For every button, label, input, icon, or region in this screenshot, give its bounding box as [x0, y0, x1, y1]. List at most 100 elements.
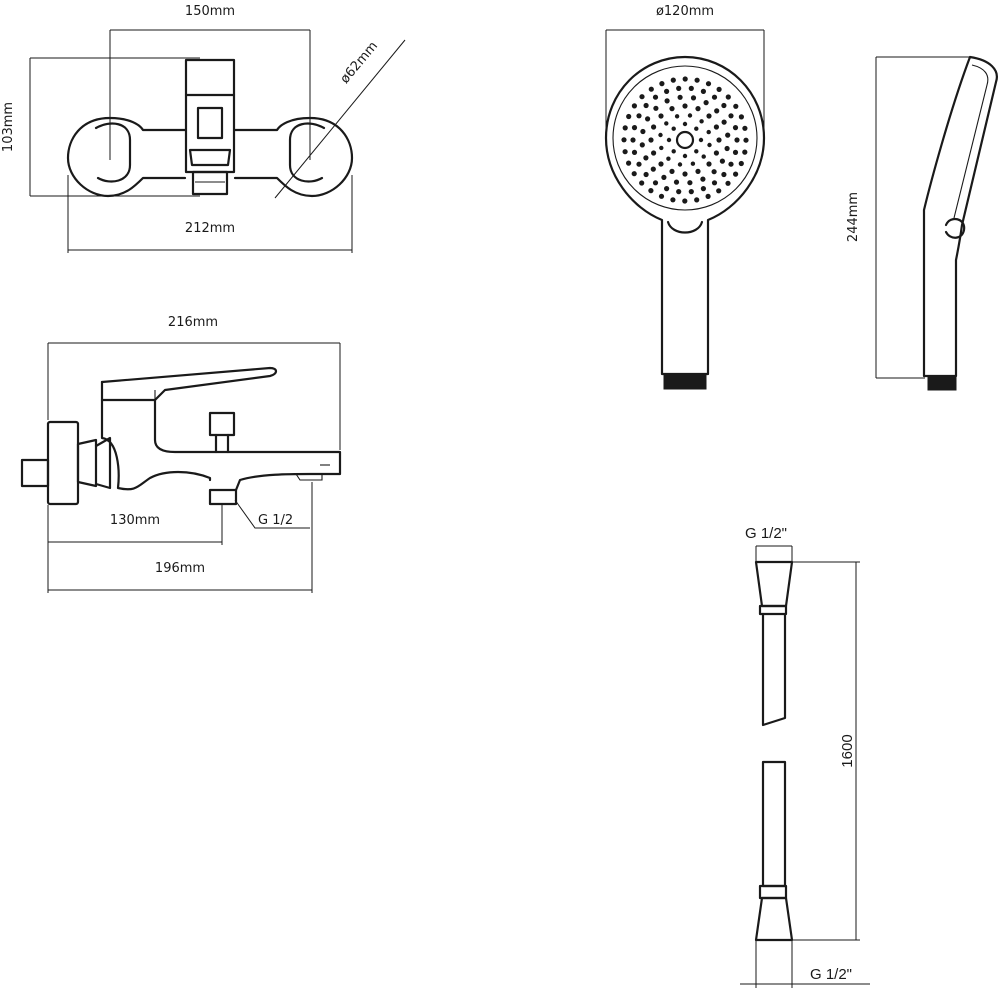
nozzle-dot — [733, 103, 739, 109]
nozzle-dot — [659, 81, 665, 87]
nozzle-dot — [706, 129, 711, 135]
spray-nozzles — [621, 76, 749, 204]
nozzle-dot — [706, 113, 712, 119]
nozzle-dot — [652, 180, 659, 186]
nozzle-dot — [734, 137, 740, 143]
nozzle-dot — [658, 193, 665, 199]
nozzle-dot — [725, 132, 731, 138]
nozzle-dot — [671, 126, 676, 131]
nozzle-dot — [721, 171, 727, 178]
nozzle-dot — [639, 180, 645, 186]
nozzle-dot — [701, 154, 706, 159]
nozzle-dot — [738, 160, 744, 167]
nozzle-dot — [643, 155, 649, 161]
nozzle-dot — [651, 124, 657, 130]
nozzle-dot — [650, 166, 656, 172]
nozzle-dot — [716, 86, 722, 92]
nozzle-dot — [648, 86, 654, 92]
nozzle-dot — [671, 149, 676, 154]
nozzle-dot — [677, 162, 683, 167]
nozzle-dot — [716, 188, 722, 194]
nozzle-dot — [622, 149, 628, 155]
nozzle-dot — [653, 105, 659, 111]
nozzle-dot — [743, 137, 749, 143]
nozzle-dot — [670, 197, 676, 203]
nozzle-dot — [694, 149, 699, 154]
nozzle-dot — [711, 169, 717, 175]
nozzle-dot — [716, 137, 722, 143]
nozzle-dot — [658, 113, 664, 119]
nozzle-dot — [639, 94, 645, 100]
nozzle-dot — [636, 113, 642, 119]
nozzle-dot — [640, 128, 646, 135]
nozzle-dot — [674, 114, 680, 119]
nozzle-dot — [700, 186, 707, 192]
nozzle-dot — [713, 124, 720, 130]
nozzle-dot — [690, 95, 697, 101]
nozzle-dot — [630, 137, 636, 143]
nozzle-dot — [694, 77, 700, 83]
dim-label-196mm: 196mm — [155, 561, 205, 576]
nozzle-dot — [682, 153, 688, 159]
shower-hose: G 1/2" 1600 G 1/2" — [740, 525, 870, 988]
nozzle-dot — [682, 171, 688, 177]
nozzle-dot — [700, 176, 706, 182]
thread-label-g12: G 1/2 — [258, 513, 293, 528]
nozzle-dot — [659, 145, 664, 151]
nozzle-dot — [703, 100, 709, 106]
hose-bottom-thread-label: G 1/2" — [810, 966, 852, 983]
nozzle-dot — [713, 150, 720, 156]
nozzle-dot — [645, 116, 651, 122]
nozzle-dot — [664, 121, 669, 126]
nozzle-dot — [669, 106, 675, 112]
nozzle-dot — [664, 186, 670, 192]
nozzle-dot — [695, 106, 701, 112]
nozzle-dot — [732, 149, 739, 155]
nozzle-dot — [658, 161, 664, 167]
nozzle-dot — [725, 180, 731, 186]
nozzle-dot — [694, 126, 699, 131]
dim-label-62mm: ø62mm — [338, 39, 382, 87]
nozzle-dot — [636, 161, 642, 167]
nozzle-dot — [676, 189, 682, 195]
nozzle-dot — [707, 142, 712, 148]
nozzle-dot — [695, 168, 701, 174]
nozzle-dot — [690, 161, 696, 166]
nozzle-dot — [626, 160, 632, 166]
faucet-side-view: 216mm 130mm 196mm G 1/2 — [20, 315, 342, 593]
nozzle-dot — [639, 142, 645, 148]
dim-label-103mm: 103mm — [1, 102, 16, 152]
nozzle-dot — [728, 161, 734, 167]
nozzle-dot — [728, 113, 734, 119]
hand-shower-side-view: 244mm — [846, 55, 998, 391]
faucet-top-view: 150mm 103mm ø62mm 212mm — [1, 4, 406, 253]
nozzle-dot — [742, 149, 748, 155]
nozzle-dot — [699, 119, 704, 124]
nozzle-dot — [682, 103, 688, 109]
nozzle-dot — [652, 94, 659, 100]
nozzle-dot — [725, 94, 731, 100]
nozzle-dot — [694, 197, 700, 203]
nozzle-dot — [676, 85, 682, 91]
nozzle-dot — [631, 171, 637, 177]
nozzle-dot — [669, 168, 675, 174]
nozzle-dot — [687, 180, 693, 186]
dim-label-212mm: 212mm — [185, 221, 235, 236]
nozzle-dot — [664, 88, 670, 94]
nozzle-dot — [631, 103, 638, 109]
nozzle-dot — [666, 137, 672, 143]
nozzle-dot — [698, 137, 704, 143]
dim-label-150mm: 150mm — [185, 4, 235, 19]
nozzle-dot — [687, 113, 693, 118]
dim-label-244mm: 244mm — [846, 192, 861, 242]
nozzle-dot — [719, 158, 726, 164]
nozzle-dot — [724, 145, 730, 152]
hand-shower-front-view: ø120mm — [604, 4, 766, 390]
nozzle-dot — [714, 108, 720, 114]
nozzle-dot — [682, 121, 688, 127]
nozzle-dot — [677, 94, 683, 100]
nozzle-dot — [670, 77, 676, 83]
nozzle-dot — [622, 125, 628, 131]
nozzle-dot — [658, 132, 663, 138]
nozzle-dot — [711, 94, 718, 100]
